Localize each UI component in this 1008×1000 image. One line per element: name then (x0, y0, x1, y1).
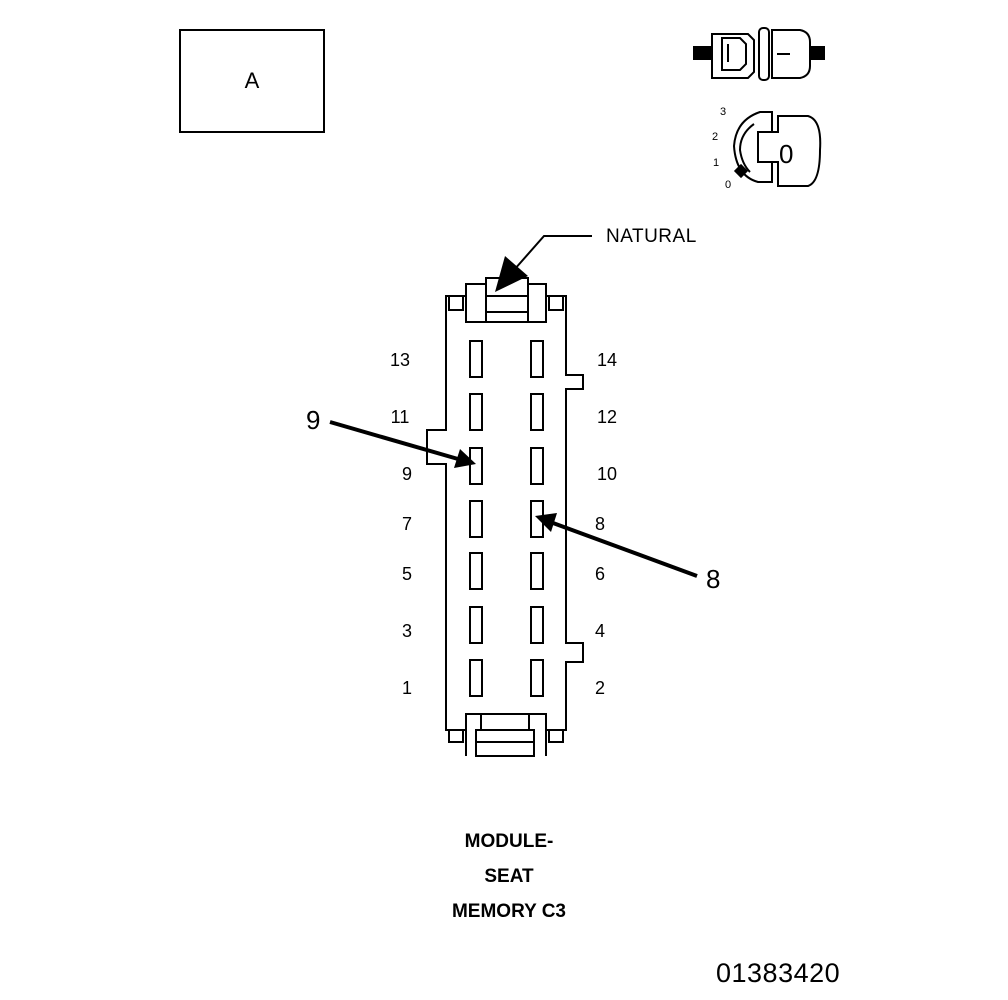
cavity-1 (469, 659, 483, 697)
pin-number-left: 11 (390, 407, 410, 427)
pin-number-left: 7 (401, 514, 412, 534)
cavity-7 (469, 500, 483, 538)
connector-side-view-icon (693, 27, 825, 81)
cavity-14 (530, 340, 544, 378)
title-line-2: SEAT (484, 866, 534, 887)
pin-number-right: 4 (594, 621, 605, 641)
pin-number-left: 3 (401, 621, 412, 641)
pin-number-right: 8 (594, 514, 605, 534)
pin-number-right: 6 (594, 564, 605, 584)
cavity-4 (530, 606, 544, 644)
pin-number-right: 10 (596, 464, 618, 484)
lock-position-label: 2 (712, 131, 719, 143)
connector-title: MODULE- SEAT MEMORY C3 (404, 824, 614, 929)
callout-number-left: 9 (306, 405, 321, 435)
callout-number-right: 8 (706, 564, 721, 594)
cavity-5 (469, 552, 483, 590)
pin-number-left: 1 (401, 678, 412, 698)
callout-arrow-9 (329, 420, 476, 468)
lock-position-label: 1 (713, 157, 720, 169)
pin-cavities (469, 340, 544, 697)
cavity-2 (530, 659, 544, 697)
pin-number-left: 9 (401, 464, 412, 484)
pin-number-right: 12 (596, 407, 618, 427)
cavity-12 (530, 393, 544, 431)
lock-position-icon (732, 111, 822, 187)
cavity-10 (530, 447, 544, 485)
title-line-1: MODULE- (464, 831, 554, 852)
pin-number-right: 2 (594, 678, 605, 698)
view-label-box: A (179, 29, 325, 133)
cavity-3 (469, 606, 483, 644)
cavity-13 (469, 340, 483, 378)
cavity-6 (530, 552, 544, 590)
callout-arrow-8 (535, 513, 698, 578)
figure-id: 01383420 (716, 958, 841, 988)
natural-color-label: NATURAL (606, 226, 697, 247)
pin-number-right: 14 (596, 350, 618, 370)
cavity-11 (469, 393, 483, 431)
lock-position-label: 3 (720, 106, 727, 118)
view-label: A (244, 68, 260, 93)
pin-number-left: 5 (401, 564, 412, 584)
cavity-9 (469, 447, 483, 485)
lock-state-label: 0 (779, 139, 794, 169)
title-line-3: MEMORY C3 (451, 901, 567, 922)
lock-position-label: 0 (725, 179, 732, 191)
connector-body (426, 277, 584, 757)
pin-number-left: 13 (389, 350, 411, 370)
natural-leader-arrow (495, 235, 592, 292)
